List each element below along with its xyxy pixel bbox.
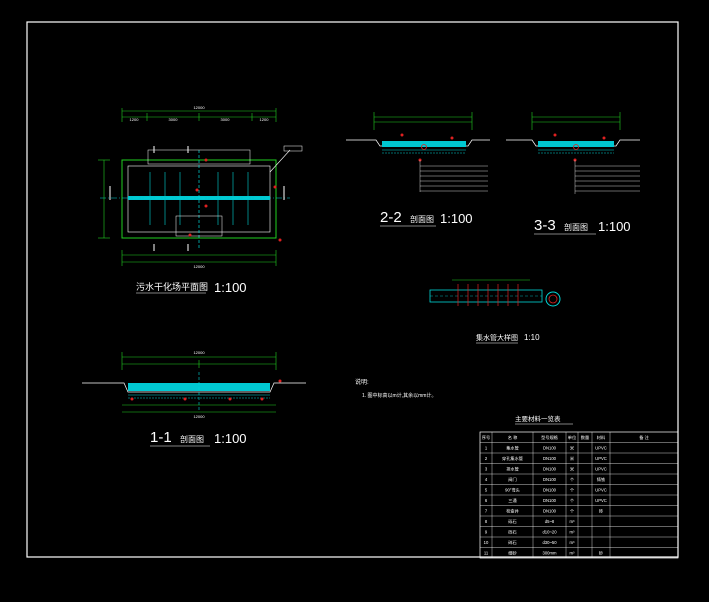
table-cell-spec: DN100 bbox=[543, 498, 557, 503]
table-header-cell: 材料 bbox=[597, 434, 606, 441]
section-22-number: 2-2 bbox=[380, 209, 402, 226]
table-cell-no: 2 bbox=[485, 456, 488, 461]
table-cell-name: 碎石 bbox=[508, 539, 516, 546]
table-cell-spec: DN100 bbox=[543, 488, 557, 493]
table-cell-name: 阀门 bbox=[508, 476, 516, 483]
table-header-cell: 单位 bbox=[568, 434, 576, 441]
table-cell-name: 穿孔集水管 bbox=[502, 455, 523, 462]
table-cell-no: 10 bbox=[484, 540, 489, 545]
table-cell-spec: DN100 bbox=[543, 456, 557, 461]
table-cell-name: 90°弯头 bbox=[505, 487, 520, 494]
plan-total-dim-top: 12000 bbox=[193, 105, 205, 110]
notes-block: 说明: 1. 图中标高以m计,其余以mm计。 bbox=[355, 378, 436, 399]
table-cell-material: UPVC bbox=[595, 456, 607, 461]
table-header-cell: 数量 bbox=[581, 434, 589, 441]
section-11-total-dim-bottom: 12000 bbox=[193, 414, 205, 419]
table-cell-spec: d10~20 bbox=[542, 530, 557, 535]
section-22-scale: 1:100 bbox=[440, 211, 473, 226]
table-cell-no: 6 bbox=[485, 498, 488, 503]
table-cell-unit: 米 bbox=[570, 455, 575, 462]
plan-view: 12000 1200 3000 3000 1200 bbox=[98, 105, 303, 295]
table-cell-name: 集水管 bbox=[506, 445, 519, 452]
table-cell-unit: 米 bbox=[570, 445, 575, 452]
table-header-cell: 型号规格 bbox=[541, 434, 559, 441]
plan-dim-4: 1200 bbox=[260, 117, 270, 122]
plan-dim-1: 1200 bbox=[130, 117, 140, 122]
table-cell-spec: DN100 bbox=[543, 467, 557, 472]
table-cell-unit: m³ bbox=[570, 551, 575, 556]
table-cell-material: 砖 bbox=[599, 508, 603, 515]
table-cell-no: 3 bbox=[485, 467, 488, 472]
plan-dim-2: 3000 bbox=[169, 117, 179, 122]
table-cell-name: 排水管 bbox=[506, 466, 519, 473]
plan-total-dim-bottom: 12000 bbox=[193, 264, 205, 269]
section-11-number: 1-1 bbox=[150, 429, 172, 446]
section-11-title: 剖面图 bbox=[180, 434, 204, 444]
drawing-border bbox=[26, 21, 679, 558]
table-header-cell: 备 注 bbox=[639, 434, 649, 441]
table-cell-unit: 个 bbox=[570, 498, 575, 503]
table-header-cell: 序号 bbox=[482, 434, 490, 441]
table-cell-material: 砂 bbox=[599, 550, 603, 557]
plan-title: 污水干化场平面图 bbox=[136, 281, 208, 292]
table-cell-spec: d5~8 bbox=[545, 519, 555, 524]
detail-title: 集水管大样图 bbox=[476, 333, 518, 342]
section-11-scale: 1:100 bbox=[214, 431, 247, 446]
table-cell-unit: m³ bbox=[570, 530, 575, 535]
material-table: 主要材料一览表 序号 名 称 型号规格 单位数量 材料 备 注 1 集水管 DN100 米 UPVC… bbox=[479, 414, 679, 559]
plan-dim-3: 3000 bbox=[221, 117, 231, 122]
table-cell-material: UPVC bbox=[595, 467, 607, 472]
table-cell-no: 8 bbox=[485, 519, 488, 524]
section-1-1: 12000 12000 1-1 剖面图 1:100 bbox=[82, 350, 306, 447]
table-cell-name: 砾石 bbox=[508, 529, 516, 536]
table-cell-spec: DN100 bbox=[543, 509, 557, 514]
table-cell-unit: m³ bbox=[570, 540, 575, 545]
table-cell-material: UPVC bbox=[595, 446, 607, 451]
table-cell-name: 三通 bbox=[508, 497, 517, 504]
table-cell-material: UPVC bbox=[595, 498, 607, 503]
table-cell-no: 1 bbox=[485, 446, 488, 451]
table-cell-material: UPVC bbox=[595, 488, 607, 493]
table-cell-name: 细砂 bbox=[508, 550, 516, 557]
pipe-detail: 集水管大样图 1:10 bbox=[429, 279, 561, 344]
notes-line-1: 1. 图中标高以m计,其余以mm计。 bbox=[362, 392, 436, 399]
section-3-3: 3-3 剖面图 1:100 bbox=[506, 112, 640, 235]
table-cell-no: 9 bbox=[485, 530, 488, 535]
table-cell-no: 7 bbox=[485, 509, 488, 514]
detail-scale: 1:10 bbox=[524, 333, 540, 342]
section-33-title: 剖面图 bbox=[564, 222, 588, 232]
table-header-cell: 名 称 bbox=[508, 434, 518, 441]
table-cell-spec: DN100 bbox=[543, 446, 557, 451]
table-cell-spec: d30~50 bbox=[542, 540, 557, 545]
table-cell-unit: 个 bbox=[570, 488, 575, 493]
table-cell-spec: DN100 bbox=[543, 477, 557, 482]
table-cell-spec: 300mm bbox=[543, 551, 557, 556]
table-cell-material: 铸铁 bbox=[597, 476, 606, 483]
table-cell-unit: m³ bbox=[570, 519, 575, 524]
plan-scale: 1:100 bbox=[214, 280, 247, 295]
table-cell-no: 5 bbox=[485, 488, 488, 493]
material-table-title: 主要材料一览表 bbox=[515, 414, 561, 423]
section-22-title: 剖面图 bbox=[410, 214, 434, 224]
table-cell-no: 4 bbox=[485, 477, 488, 482]
section-2-2: 2-2 剖面图 1:100 bbox=[346, 112, 490, 227]
section-33-number: 3-3 bbox=[534, 217, 556, 234]
notes-heading: 说明: bbox=[355, 378, 369, 386]
table-cell-name: 检查井 bbox=[506, 508, 519, 515]
table-cell-unit: 个 bbox=[570, 509, 575, 514]
table-cell-unit: 米 bbox=[570, 466, 575, 473]
section-33-scale: 1:100 bbox=[598, 219, 631, 234]
table-cell-no: 11 bbox=[484, 551, 489, 556]
section-11-total-dim: 12000 bbox=[193, 350, 205, 355]
table-cell-unit: 个 bbox=[570, 477, 575, 482]
table-cell-name: 砾石 bbox=[508, 518, 516, 525]
